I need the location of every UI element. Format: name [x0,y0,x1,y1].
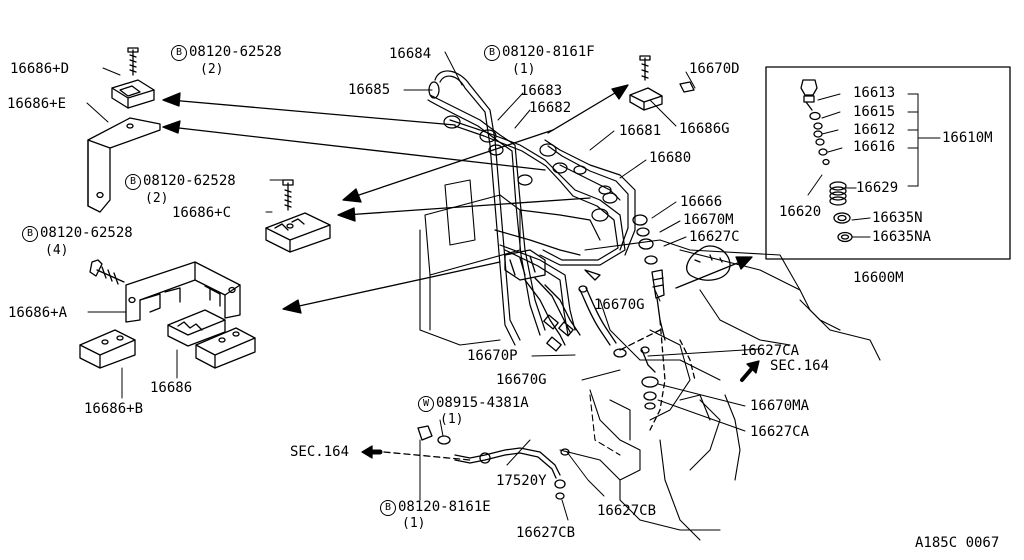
overflow-fittings [632,214,731,431]
part-label-16635na: 16635NA [872,229,932,245]
engine-block-outline [419,179,881,541]
fuel-pipe-17520y [417,425,570,500]
part-label-16686: 16686 [150,380,193,396]
part-label-16684: 16684 [389,46,432,62]
bolt-badge-icon: B [380,500,396,516]
injection-tubes [427,70,636,346]
section-ref-sec164-right: SEC.164 [770,358,830,374]
part-label-16627c: 16627C [689,229,740,245]
part-label-16670p: 16670P [467,348,518,364]
sec-164-left-dashed-line [383,451,471,461]
fastener-code: 08120-8161E [398,499,491,515]
bolt-badge-icon: B [484,45,500,61]
part-label-16666: 16666 [680,194,723,210]
part-label-16600m: 16600M [853,270,904,286]
fastener-qty-w1: (1) [440,412,464,427]
clamp-16686 [167,309,256,369]
fastener-qty-b1: (2) [200,62,224,77]
leader-lines [86,51,761,521]
part-label-16613: 16613 [853,85,896,101]
bracket-16686-a [89,259,241,323]
part-label-16629: 16629 [856,180,899,196]
part-label-16612: 16612 [853,122,896,138]
bolt-badge-icon: B [171,45,187,61]
delivery-valve-kit-box [765,66,1011,260]
fastener-code: 08120-62528 [143,173,236,189]
bracket-16686-e [87,117,161,213]
fastener-qty-b4: (4) [45,243,69,258]
clamp-16686-b [79,329,136,369]
injector-nozzle-rings [428,81,618,222]
part-label-16627cb-right: 16627CB [597,503,657,519]
sec-164-left-arrowhead [361,445,373,459]
part-label-16670g-lower: 16670G [496,372,547,388]
part-label-16685: 16685 [348,82,391,98]
fastener-code: 08120-62528 [40,225,133,241]
part-label-16615: 16615 [853,104,896,120]
part-label-16686-e: 16686+E [7,96,67,112]
return-hose-dashed-line [619,329,661,351]
part-label-16686-c: 16686+C [172,205,232,221]
fastener-qty-b2: (1) [512,62,536,77]
fastener-qty-b3: (2) [145,191,169,206]
fastener-code: 08120-62528 [189,44,282,60]
clamp-16686-g [629,55,695,111]
bolt-badge-icon: B [125,174,141,190]
part-label-16627ca-lower: 16627CA [750,424,810,440]
part-label-16616: 16616 [853,139,896,155]
part-label-16670m: 16670M [683,212,734,228]
sec-164-right-arrowhead [746,360,760,374]
fastener-code: 08120-8161F [502,44,595,60]
part-label-16681: 16681 [619,123,662,139]
part-label-16686-b: 16686+B [84,401,144,417]
part-label-16682: 16682 [529,100,572,116]
section-ref-sec164-left: SEC.164 [290,444,350,460]
part-label-16686g: 16686G [679,121,730,137]
part-label-16670ma: 16670MA [750,398,810,414]
part-label-16635n: 16635N [872,210,923,226]
clamp-16686-d [111,47,155,109]
part-label-17520y: 17520Y [496,473,547,489]
fastener-qty-b5: (1) [402,516,426,531]
part-label-16686-d: 16686+D [10,61,70,77]
fastener-code: 08915-4381A [436,395,529,411]
part-label-16680: 16680 [649,150,692,166]
part-label-16670g-upper: 16670G [594,297,645,313]
bolt-badge-icon: B [22,226,38,242]
part-label-16670d: 16670D [689,61,740,77]
part-label-16686-a: 16686+A [8,305,68,321]
part-label-16627cb-bottom: 16627CB [516,525,576,541]
lower-tubes [524,269,627,358]
reference-arrows [162,84,753,314]
diagram-code: A185C 0067 [915,535,1000,551]
clamp-16686-c [265,179,331,253]
part-label-16627ca-upper: 16627CA [740,343,800,359]
part-label-16683: 16683 [520,83,563,99]
part-label-16610m: 16610M [942,130,993,146]
washer-badge-icon: W [418,396,434,412]
part-label-16620: 16620 [779,204,822,220]
tube-clamp-block [504,249,546,281]
